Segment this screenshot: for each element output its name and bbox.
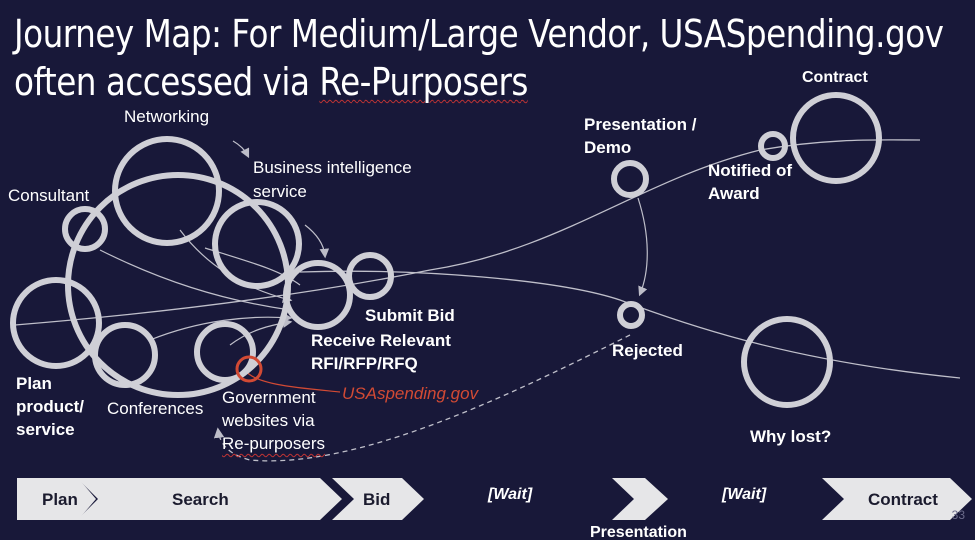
arrow-bi-rfi <box>304 224 330 259</box>
flow-arrow-consultant <box>99 249 293 314</box>
contract-circle <box>790 92 882 184</box>
dashed-return-path <box>213 334 631 462</box>
arrow-networking-bi <box>232 140 250 159</box>
slide-title-line1: Journey Map: For Medium/Large Vendor, US… <box>14 12 944 56</box>
slide-title-prefix: often accessed via <box>14 60 320 104</box>
presentation-circle <box>611 160 649 198</box>
government-circle <box>194 321 256 383</box>
notified-label-line1: Notified of <box>708 161 793 180</box>
stage-contract-chevron <box>822 478 972 520</box>
consultant-label: Consultant <box>8 186 90 205</box>
bi-circle <box>212 199 302 289</box>
stage-search-chevron <box>77 478 342 520</box>
plan-label-line1: Plan <box>16 374 52 393</box>
stage-contract-label: Contract <box>868 490 938 509</box>
usaspending-label: USAspending.gov <box>342 384 479 403</box>
usaspending-connector <box>244 369 341 393</box>
submit-bid-circle <box>346 252 394 300</box>
arrow-presentation-rejected <box>637 197 648 297</box>
rfi-circle <box>283 260 353 330</box>
networking-circle <box>112 136 222 246</box>
gov-label-line3: Re-purposers <box>222 434 325 453</box>
submit-bid-label: Submit Bid <box>365 306 455 325</box>
slide-title-line2: often accessed via Re-Purposers <box>14 60 528 104</box>
presentation-label-line1: Presentation / <box>584 115 697 134</box>
stage-wait1-label: [Wait] <box>488 486 533 503</box>
plan-circle <box>10 277 102 369</box>
conferences-label: Conferences <box>107 399 204 418</box>
consultant-circle <box>62 206 108 252</box>
stage-plan-chevron <box>17 478 96 520</box>
slide-title-repurposers: Re-Purposers <box>319 60 528 104</box>
bi-label-line2: service <box>253 182 307 201</box>
gov-label-line1: Government <box>222 388 316 407</box>
usaspending-highlight-circle <box>235 355 263 383</box>
stage-presentation-chevron <box>612 478 668 520</box>
journey-path-main <box>14 139 921 326</box>
plan-label-line2: product/ <box>16 397 84 416</box>
flow-arrow-conferences <box>149 312 293 341</box>
stage-presentation-label: Presentation <box>590 524 687 540</box>
rejected-label: Rejected <box>612 341 683 360</box>
rfi-label-line2: RFI/RFP/RFQ <box>311 354 418 373</box>
gov-label-line2: websites via <box>222 411 315 430</box>
notified-label-line2: Award <box>708 184 760 203</box>
rfi-label-line1: Receive Relevant <box>311 331 451 350</box>
conferences-circle <box>92 322 158 388</box>
rejected-circle <box>617 301 645 329</box>
stage-bid-chevron <box>332 478 424 520</box>
presentation-label-line2: Demo <box>584 138 632 157</box>
why-lost-circle <box>741 316 833 408</box>
notified-circle <box>758 131 788 161</box>
plan-label-line3: service <box>16 420 75 439</box>
stage-bid-label: Bid <box>363 490 391 509</box>
contract-top-label: Contract <box>802 69 868 86</box>
networking-label: Networking <box>124 107 210 126</box>
page-number: 33 <box>951 508 965 522</box>
stage-search-label: Search <box>172 490 229 509</box>
stage-wait2-label: [Wait] <box>722 486 767 503</box>
why-lost-label: Why lost? <box>750 427 832 446</box>
bi-label-line1: Business intelligence <box>253 158 412 177</box>
stage-plan-label: Plan <box>42 490 78 509</box>
